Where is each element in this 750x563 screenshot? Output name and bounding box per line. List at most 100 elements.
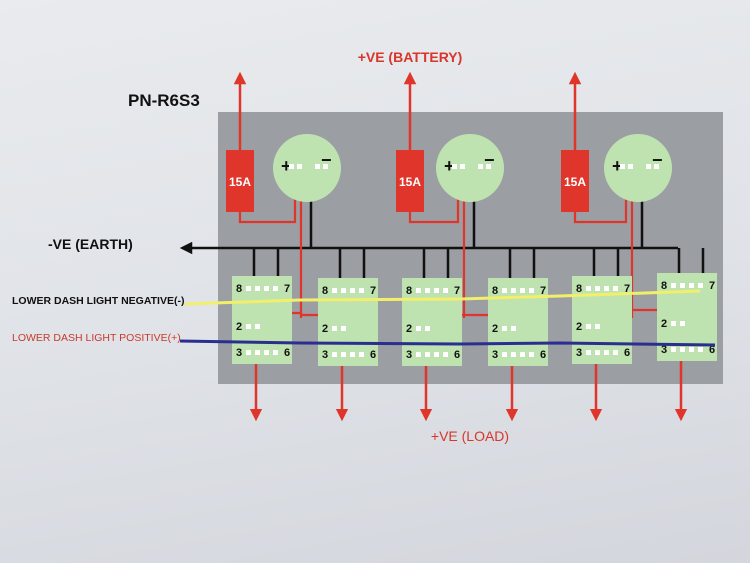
pin-8-label: 8 [322, 285, 328, 297]
terminal-top [613, 286, 618, 291]
pin-6-label: 6 [624, 347, 630, 359]
terminal-top [264, 286, 269, 291]
breaker-circle [273, 134, 341, 202]
pin-7-label: 7 [540, 285, 546, 297]
pin-7-label: 7 [370, 285, 376, 297]
breaker-terminal [646, 164, 651, 169]
terminal-bottom [671, 347, 676, 352]
terminal-top [511, 288, 516, 293]
terminal-top [425, 288, 430, 293]
terminal-bottom [680, 347, 685, 352]
terminal-mid [416, 326, 421, 331]
breaker-terminal [654, 164, 659, 169]
terminal-mid [425, 326, 430, 331]
terminal-top [359, 288, 364, 293]
pin-3-label: 3 [322, 349, 328, 361]
terminal-top [341, 288, 346, 293]
breaker-terminal [297, 164, 302, 169]
pin-2-label: 2 [236, 321, 242, 333]
breaker-circle [436, 134, 504, 202]
switch-block [318, 278, 378, 366]
pin-3-label: 3 [406, 349, 412, 361]
pin-2-label: 2 [406, 323, 412, 335]
fuse-body [396, 150, 424, 212]
diagram-title: PN-R6S3 [128, 91, 200, 110]
terminal-top [520, 288, 525, 293]
terminal-top [680, 283, 685, 288]
pin-6-label: 6 [284, 347, 290, 359]
battery-label: +VE (BATTERY) [358, 49, 463, 65]
pin-2-label: 2 [576, 321, 582, 333]
circuit-breaker: 15A+− [561, 134, 672, 212]
terminal-mid [246, 324, 251, 329]
breaker-minus-symbol: − [652, 150, 663, 170]
terminal-top [416, 288, 421, 293]
pin-7-label: 7 [454, 285, 460, 297]
terminal-mid [341, 326, 346, 331]
pin-6-label: 6 [370, 349, 376, 361]
terminal-bottom [434, 352, 439, 357]
circuit-breaker: 15A+− [396, 134, 504, 212]
terminal-mid [332, 326, 337, 331]
pin-8-label: 8 [492, 285, 498, 297]
breaker-terminal [460, 164, 465, 169]
breaker-plus-symbol: + [612, 156, 623, 176]
terminal-bottom [529, 352, 534, 357]
terminal-top [332, 288, 337, 293]
terminal-bottom [689, 347, 694, 352]
neg-light-bus-wire [184, 289, 701, 306]
terminal-top [246, 286, 251, 291]
breaker-minus-symbol: − [321, 150, 332, 170]
terminal-bottom [246, 350, 251, 355]
pin-6-label: 6 [540, 349, 546, 361]
fuse-body [561, 150, 589, 212]
terminal-top [443, 288, 448, 293]
breaker-plus-symbol: + [281, 156, 292, 176]
breaker-terminal [486, 164, 491, 169]
load-label: +VE (LOAD) [431, 428, 509, 444]
terminal-top [434, 288, 439, 293]
terminal-bottom [443, 352, 448, 357]
pin-2-label: 2 [492, 323, 498, 335]
terminal-bottom [255, 350, 260, 355]
terminal-top [255, 286, 260, 291]
switch-block [488, 278, 548, 366]
breaker-terminal [620, 164, 625, 169]
pin-3-label: 3 [492, 349, 498, 361]
terminal-bottom [332, 352, 337, 357]
switch-block [402, 278, 462, 366]
terminal-bottom [264, 350, 269, 355]
pin-2-label: 2 [661, 318, 667, 330]
breakers: 15A+−15A+−15A+− [226, 134, 672, 212]
terminal-bottom [604, 350, 609, 355]
breaker-terminal [452, 164, 457, 169]
terminal-bottom [273, 350, 278, 355]
terminal-top [604, 286, 609, 291]
breaker-terminal [323, 164, 328, 169]
terminal-bottom [586, 350, 591, 355]
terminal-bottom [341, 352, 346, 357]
terminal-bottom [425, 352, 430, 357]
terminal-top [350, 288, 355, 293]
terminal-bottom [613, 350, 618, 355]
breaker-terminal [315, 164, 320, 169]
switch-block [572, 276, 632, 364]
pin-7-label: 7 [709, 280, 715, 292]
terminal-bottom [350, 352, 355, 357]
earth-label: -VE (EARTH) [48, 236, 133, 252]
terminal-bottom [511, 352, 516, 357]
switch-block [232, 276, 292, 364]
fuse-body [226, 150, 254, 212]
pin-8-label: 8 [236, 283, 242, 295]
pos-light-label: LOWER DASH LIGHT POSITIVE(+) [12, 332, 181, 344]
terminal-bottom [520, 352, 525, 357]
pin-7-label: 7 [284, 283, 290, 295]
terminal-bottom [416, 352, 421, 357]
terminal-mid [595, 324, 600, 329]
rocker-switch: 8 7 2 3 6 [488, 278, 548, 366]
